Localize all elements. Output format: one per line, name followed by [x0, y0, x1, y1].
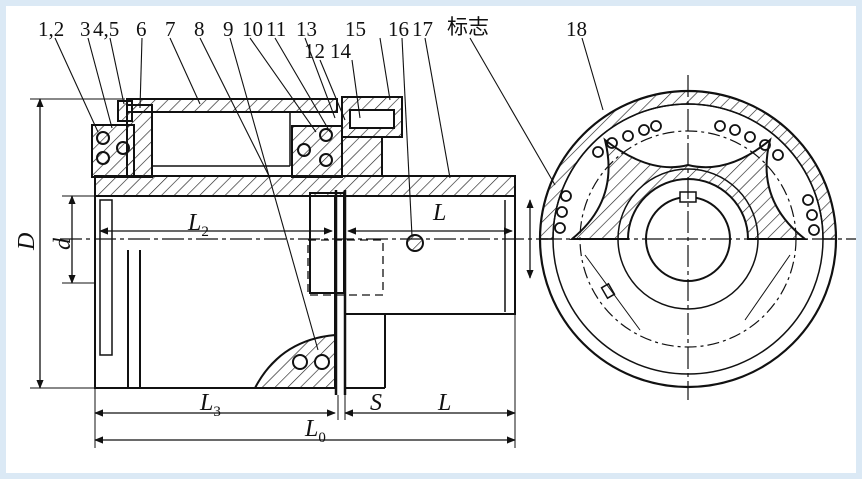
label-7: 7 — [165, 17, 176, 41]
hub-upper-wall — [94, 175, 516, 197]
part-labels: 1,2 3 4,5 6 7 8 9 10 11 13 12 14 15 16 1… — [38, 15, 587, 63]
label-4-5: 4,5 — [93, 17, 119, 41]
label-1-2: 1,2 — [38, 17, 64, 41]
dim-L-bottom: L — [437, 390, 451, 416]
dimension-labels: D d L2 L L3 L L0 S — [14, 200, 451, 446]
left-bearing-block — [91, 124, 135, 178]
dim-L-top: L — [432, 200, 446, 226]
label-16: 16 — [388, 17, 409, 41]
lower-bearing-balls — [292, 354, 330, 370]
end-view-hatched-spider — [569, 137, 808, 240]
dim-D: D — [14, 233, 40, 251]
dim-L0: L0 — [304, 416, 326, 446]
label-mark: 标志 — [447, 15, 489, 39]
label-10: 10 — [242, 17, 263, 41]
side-section-view — [60, 96, 548, 395]
end-view-balls — [554, 120, 820, 236]
label-15: 15 — [345, 17, 366, 41]
right-bearing-block — [291, 125, 343, 178]
dim-L3: L3 — [199, 390, 221, 420]
separator-disc — [309, 192, 345, 294]
left-bearing-balls — [96, 131, 130, 165]
right-bearing-balls — [297, 128, 333, 167]
label-9: 9 — [223, 17, 234, 41]
leader-lines — [54, 37, 604, 351]
dim-L2: L2 — [187, 210, 209, 240]
label-13: 13 — [296, 17, 317, 41]
end-view — [538, 75, 856, 400]
label-3: 3 — [80, 17, 91, 41]
sleeve-left-lip — [99, 199, 113, 356]
dim-S: S — [370, 390, 382, 416]
drawing-canvas: 1,2 3 4,5 6 7 8 9 10 11 13 12 14 15 16 1… — [6, 6, 856, 473]
label-14: 14 — [330, 39, 352, 63]
pin — [349, 109, 395, 129]
key-pin-16 — [406, 234, 424, 252]
dim-d: d — [50, 237, 76, 250]
pin-base — [341, 136, 383, 177]
label-17: 17 — [412, 17, 433, 41]
right-hub — [344, 195, 516, 315]
label-18: 18 — [566, 17, 587, 41]
coupling-drawing: 1,2 3 4,5 6 7 8 9 10 11 13 12 14 15 16 1… — [14, 15, 856, 448]
label-6: 6 — [136, 17, 147, 41]
label-12: 12 — [304, 39, 325, 63]
label-8: 8 — [194, 17, 205, 41]
end-view-upper-hatched-band — [539, 90, 837, 240]
dimension-lines — [30, 98, 534, 448]
retainer-ring — [117, 100, 133, 122]
label-11: 11 — [266, 17, 286, 41]
